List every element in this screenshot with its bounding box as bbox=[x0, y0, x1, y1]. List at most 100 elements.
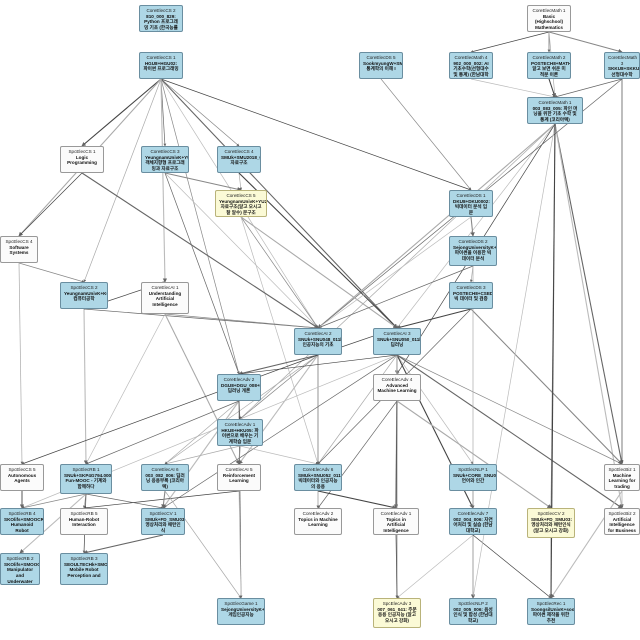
node-label: Basic (Highschool) Mathematics bbox=[534, 13, 564, 31]
edge-adv1-to-adv6 bbox=[239, 445, 319, 465]
edge-mathx-to-ai3 bbox=[396, 123, 556, 329]
edge-cs5-to-adv6 bbox=[240, 216, 319, 465]
edge-adv1-to-rl bbox=[237, 445, 242, 465]
edge-ai6-to-cv1 bbox=[161, 490, 166, 509]
node-label: SejongUniversityK+SJKM: 파이썬을 이용한 빅데이터 분석 bbox=[453, 244, 497, 262]
edge-ds3-to-biz1 bbox=[470, 308, 623, 465]
node-code: SpcElecBiz 1 bbox=[608, 467, 636, 472]
node-code: SpcElecBiz 2 bbox=[608, 511, 636, 516]
node-label: Understanding Artificial Intelligence bbox=[148, 290, 182, 308]
node-code: CoreElecAdv 7 bbox=[457, 511, 489, 516]
node-code: SpcElecRB 1 bbox=[72, 467, 100, 472]
edge-css1-to-ai3 bbox=[160, 78, 398, 329]
node-code: CoreElecAI 3 bbox=[383, 331, 411, 336]
edge-ai3-to-cv1 bbox=[162, 354, 398, 509]
node-code: CoreElecAdv 2 bbox=[223, 377, 255, 382]
edge-cs4-to-cs5 bbox=[238, 172, 243, 191]
node-label: SKKU8+SKKU_20: 선형대수학 bbox=[608, 66, 640, 78]
node-label: DKU8+DKU0002: 빅데이터 분석 입문 bbox=[453, 198, 490, 216]
node-label: POSTECH8+MATH311: 알고 보면 쉬운 미적분 이론 bbox=[531, 60, 570, 78]
edge-ai3-to-adv6 bbox=[317, 354, 398, 465]
node-label: HGU8+HGU02: 파이썬 프로그래밍 bbox=[143, 60, 179, 72]
node-code: SpcElecNLP 1 bbox=[458, 467, 488, 472]
node-code: CoreElecAdv 6 bbox=[302, 467, 334, 472]
node-label: POSTECH8+CSED490: 빅 데이터 및 검증 bbox=[453, 290, 493, 302]
edge-adv1b-to-adv3 bbox=[395, 534, 399, 599]
node-label: 002_005_006: 음성 인식 및 합성 (한남대학교) bbox=[453, 606, 493, 624]
node-label: 902_000_002: AI 기초수학(선형대수 및 통계) (한남대학교) bbox=[453, 60, 489, 78]
edge-cs3-to-adv2 bbox=[164, 172, 240, 375]
edge-ai3-to-biz2 bbox=[396, 354, 623, 509]
edge-math3-to-mathx bbox=[554, 78, 623, 98]
node-code: SpcElecGame 1 bbox=[224, 601, 258, 606]
node-code: SpcElecRB 5 bbox=[70, 511, 98, 516]
node-code: CoreElecCS 3 bbox=[150, 149, 180, 154]
node-code: SpcElecCS 5 bbox=[8, 467, 36, 472]
edge-css1-to-logic bbox=[81, 78, 162, 147]
node-label: Artificial Intelligence for Business bbox=[608, 516, 636, 534]
node-code: CoreElecCS 2 bbox=[146, 8, 176, 13]
node-label: YeungnamUnivK+KOCW: 컴퓨터공학 bbox=[64, 290, 107, 302]
edge-css1-to-ai1 bbox=[160, 78, 168, 283]
edge-adv7-to-rec1 bbox=[472, 534, 552, 599]
node-label: SejongUniversityK+SJKM: 게임인공지능 bbox=[221, 606, 265, 618]
node-label: SKOlifs+SMOOCRB: Humanoid Robot bbox=[4, 516, 44, 534]
edge-mathx-to-biz2 bbox=[554, 123, 624, 509]
node-code: CoreElecMath 3 bbox=[608, 55, 638, 66]
edge-ai2-to-adv1 bbox=[239, 354, 319, 420]
node-label: YeungnamUnivK+YU21CS: 객체지향형 프로그래밍과 자료구조 bbox=[145, 154, 188, 172]
edge-ai2-to-ai6 bbox=[164, 354, 319, 465]
node-label: YeungnamUnivK+YU21CS: 자료구조(알고 오시고 잘 알수) … bbox=[219, 198, 267, 216]
edge-ds1-to-ai2 bbox=[317, 216, 472, 329]
edge-rl-to-rob5 bbox=[83, 490, 240, 510]
edge-ai1-to-ai2 bbox=[164, 313, 319, 330]
node-code: SpcElecNLP 2 bbox=[458, 601, 488, 606]
node-code: SpcElecRB 2 bbox=[6, 556, 34, 561]
edge-adv1-to-ai6 bbox=[164, 445, 241, 465]
